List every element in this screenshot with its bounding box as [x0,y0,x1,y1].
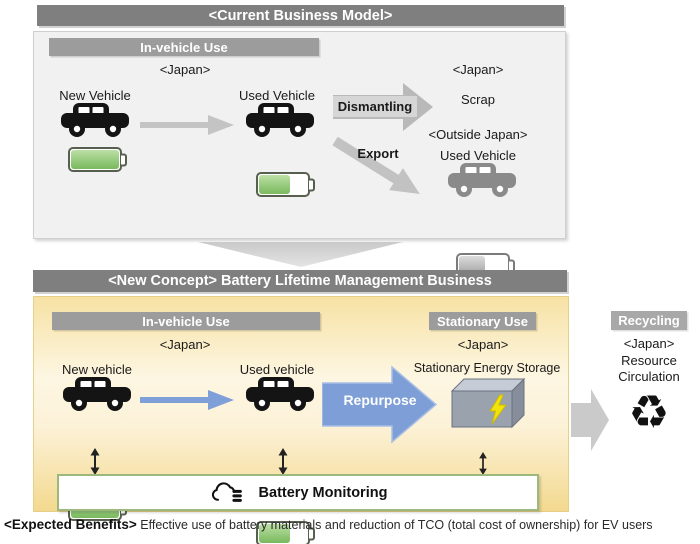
expected-benefits-heading: <Expected Benefits> [4,517,137,532]
japan-label-recycling: <Japan> [623,336,675,351]
storage-box-icon [448,375,526,429]
export-label: Export [357,146,399,161]
battery-icon [256,521,310,544]
cloud-database-icon [209,480,245,506]
japan-label-stationary: <Japan> [457,337,509,352]
right-arrow-blue-icon [140,390,234,410]
lightning-icon [489,394,507,425]
export-arrow-icon [328,130,427,205]
japan-label-concept: <Japan> [159,337,211,352]
battery-fill [259,524,290,543]
used-vehicle-label-current: Used Vehicle [239,88,315,103]
expected-benefits-body: Effective use of battery materials and r… [136,518,653,532]
scrap-label: Scrap [461,92,495,107]
double-arrow-icon [277,448,289,475]
battery-monitoring-box: Battery Monitoring [57,474,539,511]
battery-fill [259,175,290,194]
recycle-icon: ♻ [628,386,670,438]
chevron-down-icon [198,242,403,267]
in-vehicle-use-bar-concept: In-vehicle Use [52,312,320,330]
dismantling-label: Dismantling [333,96,417,117]
double-arrow-icon [89,448,101,475]
car-icon-gray [447,162,517,198]
expected-benefits-text: <Expected Benefits> Effective use of bat… [4,517,698,532]
stationary-storage-label: Stationary Energy Storage [413,361,561,375]
repurpose-arrow-icon [322,362,438,447]
battery-icon [256,172,310,197]
battery-icon [68,147,122,172]
recycling-bar: Recycling [611,311,687,330]
car-icon [245,376,315,412]
battery-monitoring-label: Battery Monitoring [258,484,388,501]
battery-fill [71,150,119,169]
in-vehicle-use-bar-current: In-vehicle Use [49,38,319,56]
car-icon [60,102,130,138]
right-arrow-icon [140,115,234,135]
japan-label-current: <Japan> [159,62,211,77]
car-icon [245,102,315,138]
used-vehicle-label-export: Used Vehicle [440,148,516,163]
circulation-label: Circulation [618,369,680,384]
used-vehicle-label-concept: Used vehicle [239,362,315,377]
new-vehicle-label-concept: New vehicle [61,362,133,377]
repurpose-label: Repurpose [343,392,417,408]
new-concept-header: <New Concept> Battery Lifetime Managemen… [33,270,567,292]
double-arrow-icon [477,452,489,475]
japan-label-scrap: <Japan> [452,62,504,77]
outside-japan-label: <Outside Japan> [428,127,528,142]
new-vehicle-label-current: New Vehicle [59,88,131,103]
current-model-header: <Current Business Model> [37,5,564,26]
resource-label: Resource [621,353,677,368]
recycling-arrow-icon [571,383,609,457]
stationary-use-bar: Stationary Use [429,312,536,330]
car-icon [62,376,132,412]
